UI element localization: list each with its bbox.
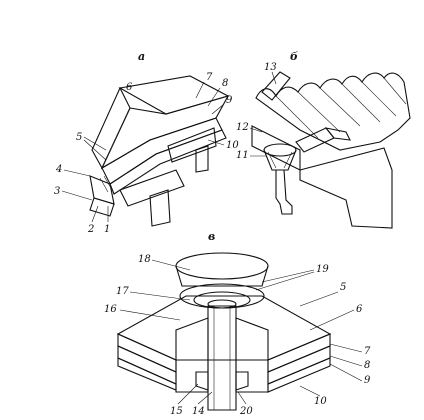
label-6-a: 6	[126, 82, 133, 93]
panel-b-labels: 13 12 11	[236, 62, 277, 161]
panel-a-labels: 6 7 8 9 5 4 3 2 1 10	[54, 72, 239, 235]
label-12-b: 12	[236, 122, 249, 133]
panel-c: в	[116, 230, 332, 411]
panel-c-labels: 18 19 17 16 5 6 7 8 9 15 14 20 10	[104, 254, 371, 417]
label-18-c: 18	[138, 254, 151, 265]
panel-c-title: в	[208, 230, 215, 243]
label-17-c: 17	[116, 286, 129, 297]
label-10-a: 10	[226, 140, 239, 151]
label-8-a: 8	[222, 78, 228, 89]
label-9-c: 9	[364, 375, 371, 386]
label-10-c: 10	[314, 396, 327, 407]
label-5-c: 5	[340, 282, 346, 293]
label-14-c: 14	[192, 406, 205, 417]
panel-b: б	[251, 50, 411, 229]
label-11-b: 11	[236, 150, 249, 161]
label-7-c: 7	[364, 346, 371, 357]
label-6-c: 6	[356, 304, 363, 315]
panel-a-title: а	[138, 50, 145, 63]
label-4-a: 4	[55, 164, 62, 175]
label-2-a: 2	[87, 224, 94, 235]
label-9-a: 9	[226, 95, 233, 106]
label-1-a: 1	[104, 224, 110, 235]
panel-b-title: б	[290, 50, 298, 63]
panel-a: а	[89, 50, 230, 227]
label-13-b: 13	[264, 62, 277, 73]
label-20-c: 20	[239, 406, 253, 417]
label-5-a: 5	[76, 132, 82, 143]
label-3-a: 3	[54, 186, 60, 197]
label-8-c: 8	[364, 360, 370, 371]
label-15-c: 15	[170, 406, 183, 417]
label-19-c: 19	[316, 264, 329, 275]
label-7-a: 7	[206, 72, 213, 83]
label-16-c: 16	[104, 304, 117, 315]
